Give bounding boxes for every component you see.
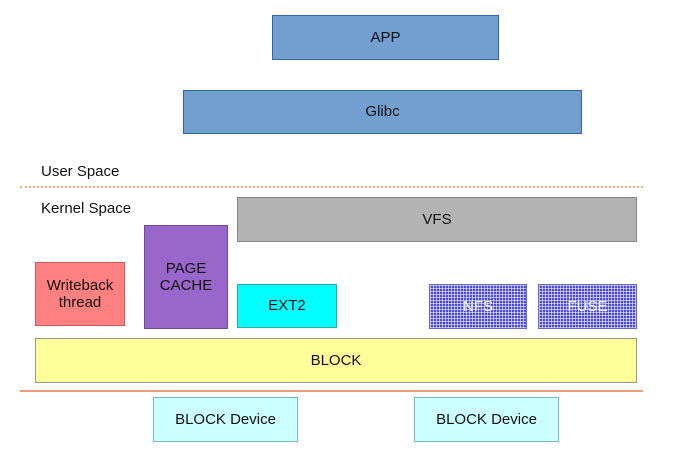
nfs-label: NFS	[463, 297, 493, 315]
app-box: APP	[272, 15, 499, 60]
writeback-label-line2: thread	[58, 294, 102, 311]
nfs-box: NFS	[429, 284, 527, 329]
block-device-label-1: BLOCK Device	[175, 410, 276, 428]
page-cache-box: PAGE CACHE	[144, 225, 228, 329]
user-kernel-divider	[20, 186, 643, 188]
ext2-box: EXT2	[237, 284, 337, 328]
vfs-box: VFS	[237, 197, 637, 242]
page-cache-label-line1: PAGE	[165, 259, 207, 277]
device-divider	[20, 390, 643, 392]
block-device-box-2: BLOCK Device	[414, 397, 559, 442]
block-device-box-1: BLOCK Device	[153, 397, 298, 442]
page-cache-label-line2: CACHE	[159, 277, 213, 294]
block-label: BLOCK	[310, 351, 362, 369]
fuse-label: FUSE	[567, 297, 608, 315]
writeback-thread-box: Writeback thread	[35, 262, 125, 326]
user-space-label: User Space	[41, 163, 120, 180]
block-box: BLOCK	[35, 338, 637, 383]
block-device-label-2: BLOCK Device	[436, 410, 537, 428]
kernel-space-label: Kernel Space	[41, 200, 132, 217]
ext2-label: EXT2	[268, 297, 306, 315]
glibc-box: Glibc	[183, 90, 582, 134]
vfs-label: VFS	[422, 210, 452, 228]
writeback-label-line1: Writeback	[46, 276, 114, 294]
fuse-box: FUSE	[538, 284, 637, 329]
glibc-label: Glibc	[365, 103, 400, 121]
app-label: APP	[370, 28, 401, 46]
